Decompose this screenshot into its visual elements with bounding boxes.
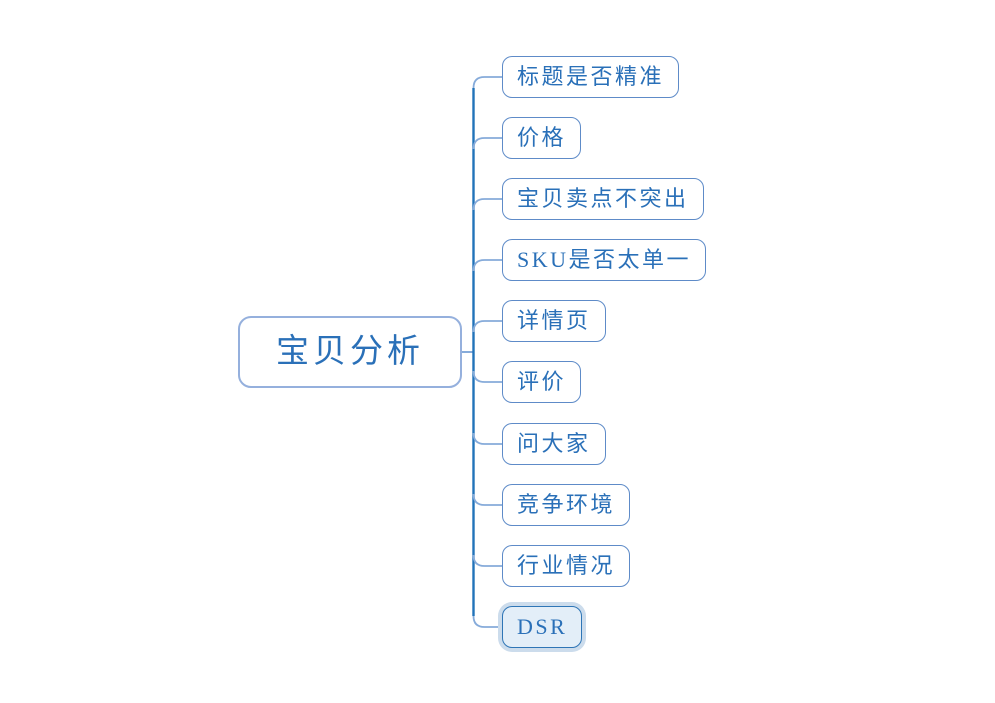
topic-node[interactable]: 价格 [502,117,582,159]
topic-node[interactable]: 竞争环境 [502,484,631,526]
branch-line [472,493,502,506]
topic-node[interactable]: 问大家 [502,423,606,465]
topic-node[interactable]: 详情页 [502,300,606,342]
topic-node[interactable]: 宝贝卖点不突出 [502,178,704,220]
branch-line [472,320,502,333]
topic-node[interactable]: 评价 [502,361,582,403]
root-topic-node[interactable]: 宝贝分析 [238,316,462,388]
branch-line [472,76,502,89]
branch-line [472,554,502,567]
topic-node[interactable]: 行业情况 [502,545,631,587]
branch-line [472,615,502,628]
topic-node[interactable]: 标题是否精准 [502,56,680,98]
topic-node[interactable]: SKU是否太单一 [502,239,707,281]
branch-line [472,370,502,383]
branch-line [472,198,502,211]
branch-line [472,137,502,150]
branch-line [472,259,502,272]
topic-node[interactable]: DSR [502,606,583,648]
branch-line [472,432,502,445]
